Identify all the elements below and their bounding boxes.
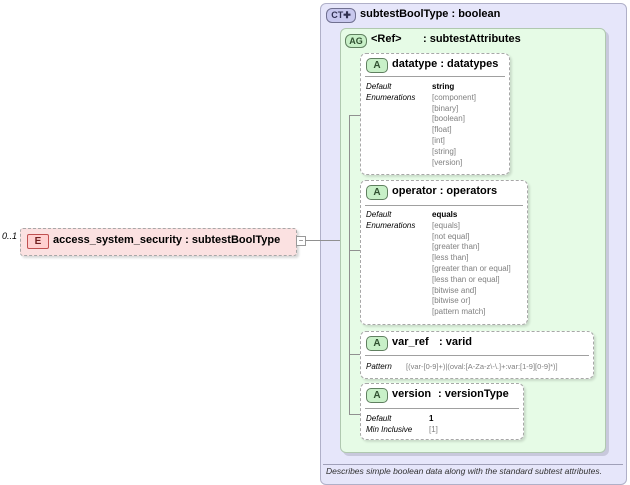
- element-name: access_system_security : subtestBoolType: [53, 234, 280, 246]
- complex-type-badge: CT✚: [326, 8, 356, 23]
- facet-label: Default: [366, 414, 392, 423]
- facet-value: equals: [432, 210, 458, 219]
- attribute-name: operator: [392, 185, 437, 197]
- facet-label: Default: [366, 82, 392, 91]
- attribute-badge: A: [366, 388, 388, 403]
- attribute-divider: [365, 408, 519, 409]
- complex-type-base: : boolean: [451, 8, 501, 20]
- attribute-tick: [349, 250, 360, 251]
- element-node[interactable]: E access_system_security : subtestBoolTy…: [20, 228, 297, 256]
- attribute-type: : varid: [439, 336, 473, 348]
- facet-value: [less than]: [432, 253, 469, 263]
- facet-value: [bitwise and]: [432, 285, 477, 295]
- facet-value: [int]: [432, 136, 445, 145]
- facet-label: Enumerations: [366, 220, 416, 230]
- attribute-node-datatype[interactable]: A datatype : datatypes Default Enumerati…: [360, 53, 510, 175]
- attribute-spine: [349, 115, 350, 415]
- facet-label: Enumerations: [366, 92, 416, 102]
- facet-value: [binary]: [432, 103, 459, 113]
- attribute-tick: [349, 414, 360, 415]
- attribute-node-version[interactable]: A version : versionType Default Min Incl…: [360, 383, 524, 440]
- facet-value: [greater than]: [432, 242, 480, 252]
- attribute-group-type: : subtestAttributes: [423, 33, 521, 45]
- element-badge: E: [27, 234, 49, 249]
- facet-value: string: [432, 82, 455, 91]
- occurrence-label: 0..1: [2, 231, 18, 241]
- facet-value: [float]: [432, 125, 452, 135]
- facet-label: Min Inclusive: [366, 424, 413, 434]
- attribute-type: : datatypes: [440, 58, 499, 70]
- connector-line: [305, 240, 320, 241]
- facet-value: [equals]: [432, 220, 461, 230]
- attribute-badge: A: [366, 185, 388, 200]
- attribute-tick: [349, 115, 360, 116]
- attribute-badge: A: [366, 336, 388, 351]
- attribute-divider: [365, 355, 589, 356]
- attribute-type: : versionType: [438, 388, 509, 400]
- attribute-name: datatype: [392, 58, 438, 70]
- attribute-divider: [365, 76, 505, 77]
- facet-value: [not equal]: [432, 231, 470, 241]
- facet-value: [greater than or equal]: [432, 264, 511, 273]
- facet-value: [version]: [432, 157, 463, 167]
- attribute-name: var_ref: [392, 336, 429, 348]
- attribute-group-badge: AG: [345, 34, 367, 48]
- attribute-badge: A: [366, 58, 388, 73]
- facet-label: Pattern: [366, 362, 392, 371]
- facet-value: 1: [429, 414, 434, 423]
- attribute-title: datatype : datatypes: [392, 58, 498, 70]
- attribute-name: version: [392, 388, 432, 400]
- element-name-text: access_system_security: [53, 234, 183, 246]
- attribute-node-operator[interactable]: A operator : operators Default Enumerati…: [360, 180, 528, 325]
- facet-value: [bitwise or]: [432, 296, 471, 306]
- connector-line: [320, 240, 340, 241]
- facet-label: Default: [366, 210, 392, 219]
- description-divider: [323, 464, 623, 465]
- attribute-divider: [365, 205, 523, 206]
- attribute-title: operator : operators: [392, 185, 497, 197]
- collapse-toggle[interactable]: −: [296, 236, 306, 246]
- facet-value: [less than or equal]: [432, 274, 500, 284]
- facet-value: [(var-[0-9]+)|(oval:[A-Za-z\-\.]+:var:[1…: [406, 362, 558, 371]
- element-type-text: : subtestBoolType: [185, 234, 281, 246]
- attribute-node-var-ref[interactable]: A var_ref : varid Pattern [(var-[0-9]+)|…: [360, 331, 594, 379]
- attribute-type: : operators: [439, 185, 498, 197]
- attribute-tick: [349, 354, 360, 355]
- attribute-group-ref: <Ref>: [371, 33, 402, 45]
- facet-value: [component]: [432, 92, 477, 102]
- expand-plus-icon: ✚: [343, 10, 351, 20]
- complex-type-description: Describes simple boolean data along with…: [326, 466, 602, 476]
- facet-value: [string]: [432, 146, 457, 156]
- facet-value: [1]: [429, 424, 438, 434]
- complex-type-title: subtestBoolType : boolean: [360, 8, 500, 20]
- facet-value: [boolean]: [432, 114, 465, 124]
- facet-value: [pattern match]: [432, 307, 486, 317]
- complex-type-name: subtestBoolType: [360, 8, 449, 20]
